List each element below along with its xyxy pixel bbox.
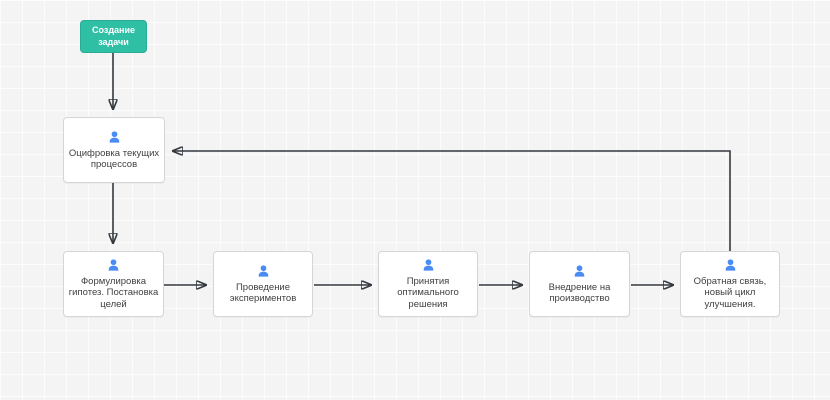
node-formulate-hypotheses[interactable]: Формулировка гипотез. Постановка целей bbox=[63, 251, 164, 317]
node-label: Внедрение на производство bbox=[548, 281, 611, 304]
node-conduct-experiments[interactable]: Проведение экспериментов bbox=[213, 251, 313, 317]
node-production-implementation[interactable]: Внедрение на производство bbox=[529, 251, 630, 317]
node-label: Обратная связь, новый цикл улучшения. bbox=[693, 276, 767, 310]
user-icon bbox=[722, 258, 739, 274]
node-feedback-new-cycle[interactable]: Обратная связь, новый цикл улучшения. bbox=[680, 251, 780, 317]
user-icon bbox=[106, 130, 123, 146]
node-label: Создание задачи bbox=[91, 25, 136, 47]
node-create-task[interactable]: Создание задачи bbox=[80, 20, 147, 53]
node-digitize-processes[interactable]: Оцифровка текущих процессов bbox=[63, 117, 165, 183]
node-label: Формулировка гипотез. Постановка целей bbox=[68, 276, 159, 310]
user-icon bbox=[571, 264, 588, 280]
user-icon bbox=[255, 264, 272, 280]
node-label: Принятия оптимального решения bbox=[397, 276, 459, 310]
node-optimal-decision[interactable]: Принятия оптимального решения bbox=[378, 251, 478, 317]
node-label: Оцифровка текущих процессов bbox=[68, 147, 160, 170]
user-icon bbox=[420, 258, 437, 274]
edge-feedback-to-digitize[interactable] bbox=[173, 151, 731, 251]
node-label: Проведение экспериментов bbox=[229, 281, 297, 304]
user-icon bbox=[105, 258, 122, 274]
